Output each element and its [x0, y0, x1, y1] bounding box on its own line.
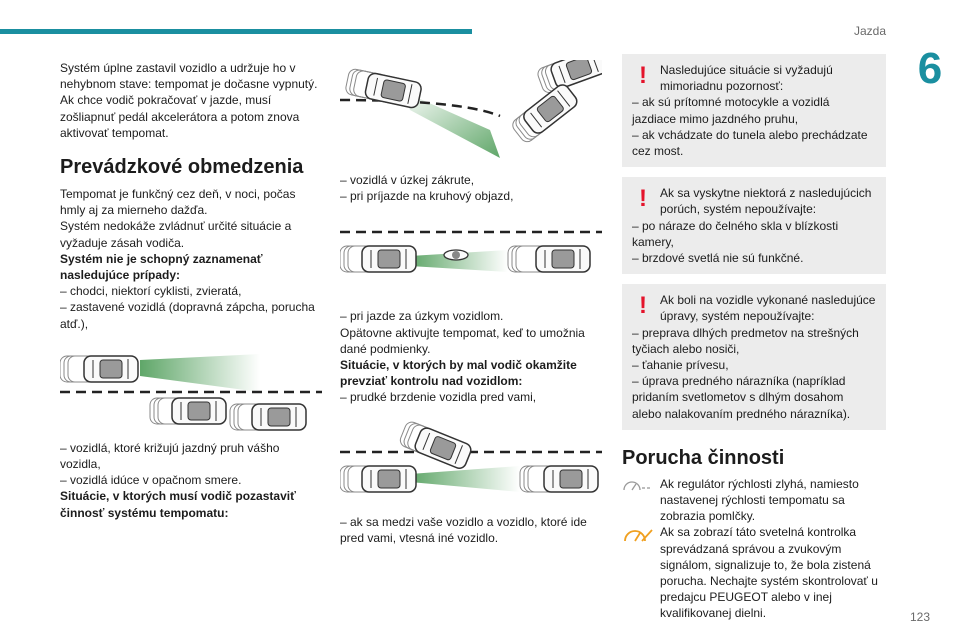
notice-box-faults: ! Ak sa vyskytne niektorá z nasledujúcic…	[622, 177, 886, 275]
list-item: – ak vchádzate do tunela alebo prechádza…	[632, 127, 868, 159]
list-item: – po náraze do čelného skla v blízkosti …	[632, 218, 839, 249]
header-accent-bar	[0, 29, 472, 34]
list-item: – úprava predného nárazníka (napríklad p…	[632, 374, 851, 421]
list-item: – vozidlá v úzkej zákrute,	[340, 173, 475, 187]
list-item: – ak sú prítomné motocykle a vozidlá jaz…	[632, 95, 830, 126]
intro-paragraph: Systém úplne zastavil vozidlo a udržuje …	[60, 61, 318, 140]
notice-heading: Nasledujúce situácie si vyžadujú mimoria…	[660, 63, 833, 94]
column-middle: – vozidlá v úzkej zákrute, – pri príjazd…	[340, 60, 602, 546]
narrow-vehicle-illustration	[340, 231, 602, 274]
crossing-vehicles-illustration	[60, 353, 322, 431]
suspend-heading: Situácie, v ktorých musí vodič pozastavi…	[60, 489, 296, 520]
notice-box-modifications: ! Ak boli na vozidle vykonané nasledujúc…	[622, 284, 886, 430]
warning-exclamation-icon: !	[639, 62, 647, 89]
reactivate-paragraph: Opätovne aktivujte tempomat, keď to umož…	[340, 325, 585, 356]
limits-paragraph-2: Systém nedokáže zvládnuť určité situácie…	[60, 219, 292, 250]
list-item: – pri jazde za úzkym vozidlom.	[340, 309, 504, 324]
malfunction-heading: Porucha činnosti	[622, 446, 785, 469]
take-over-heading: Situácie, v ktorých by mal vodič okamžit…	[340, 358, 577, 389]
page-number: 123	[909, 610, 930, 624]
list-item: – pri príjazde na kruhový objazd,	[340, 189, 514, 204]
section-title: Jazda	[853, 24, 886, 38]
cruise-control-dashes-icon	[623, 481, 650, 491]
list-item: – ak sa medzi vaše vozidlo a vozidlo, kt…	[340, 514, 587, 545]
chapter-number: 6	[917, 44, 943, 93]
notice-heading: Ak boli na vozidle vykonané nasledujúce …	[660, 293, 876, 324]
cut-in-illustration	[340, 419, 602, 493]
list-item: – prudké brzdenie vozidla pred vami,	[340, 390, 537, 405]
operating-limits-heading: Prevádzkové obmedzenia	[60, 156, 304, 179]
list-item: – ťahanie prívesu,	[632, 358, 729, 373]
fault-lamp-text: Ak sa zobrazí táto svetelná kontrolka sp…	[660, 525, 878, 621]
cruise-control-fault-lamp-icon	[624, 529, 653, 543]
motorcycle-icon	[443, 249, 469, 262]
tight-bend-illustration	[340, 60, 602, 158]
list-item: – preprava dlhých predmetov na strešných…	[632, 325, 859, 356]
limits-paragraph-1: Tempomat je funkčný cez deň, v noci, poč…	[60, 187, 296, 218]
column-right: ! Nasledujúce situácie si vyžadujú mimor…	[622, 54, 886, 622]
not-detected-heading: Systém nie je schopný zaznamenať nasledu…	[60, 251, 263, 283]
list-item: – vozidlá, ktoré križujú jazdný pruh váš…	[60, 440, 280, 472]
fault-dashes-text: Ak regulátor rýchlosti zlyhá, namiesto n…	[660, 476, 859, 524]
list-item: – vozidlá idúce v opačnom smere.	[60, 473, 242, 488]
warning-exclamation-icon: !	[639, 185, 647, 213]
list-item: – zastavené vozidlá (dopravná zápcha, po…	[60, 300, 315, 331]
warning-exclamation-icon: !	[639, 292, 647, 320]
notice-box-attention: ! Nasledujúce situácie si vyžadujú mimor…	[622, 54, 886, 168]
column-left: Systém úplne zastavil vozidlo a udržuje …	[60, 60, 322, 521]
list-item: – brzdové svetlá nie sú funkčné.	[632, 251, 804, 266]
list-item: – chodci, niektorí cyklisti, zvieratá,	[60, 284, 242, 299]
notice-heading: Ak sa vyskytne niektorá z nasledujúcich …	[660, 186, 872, 217]
